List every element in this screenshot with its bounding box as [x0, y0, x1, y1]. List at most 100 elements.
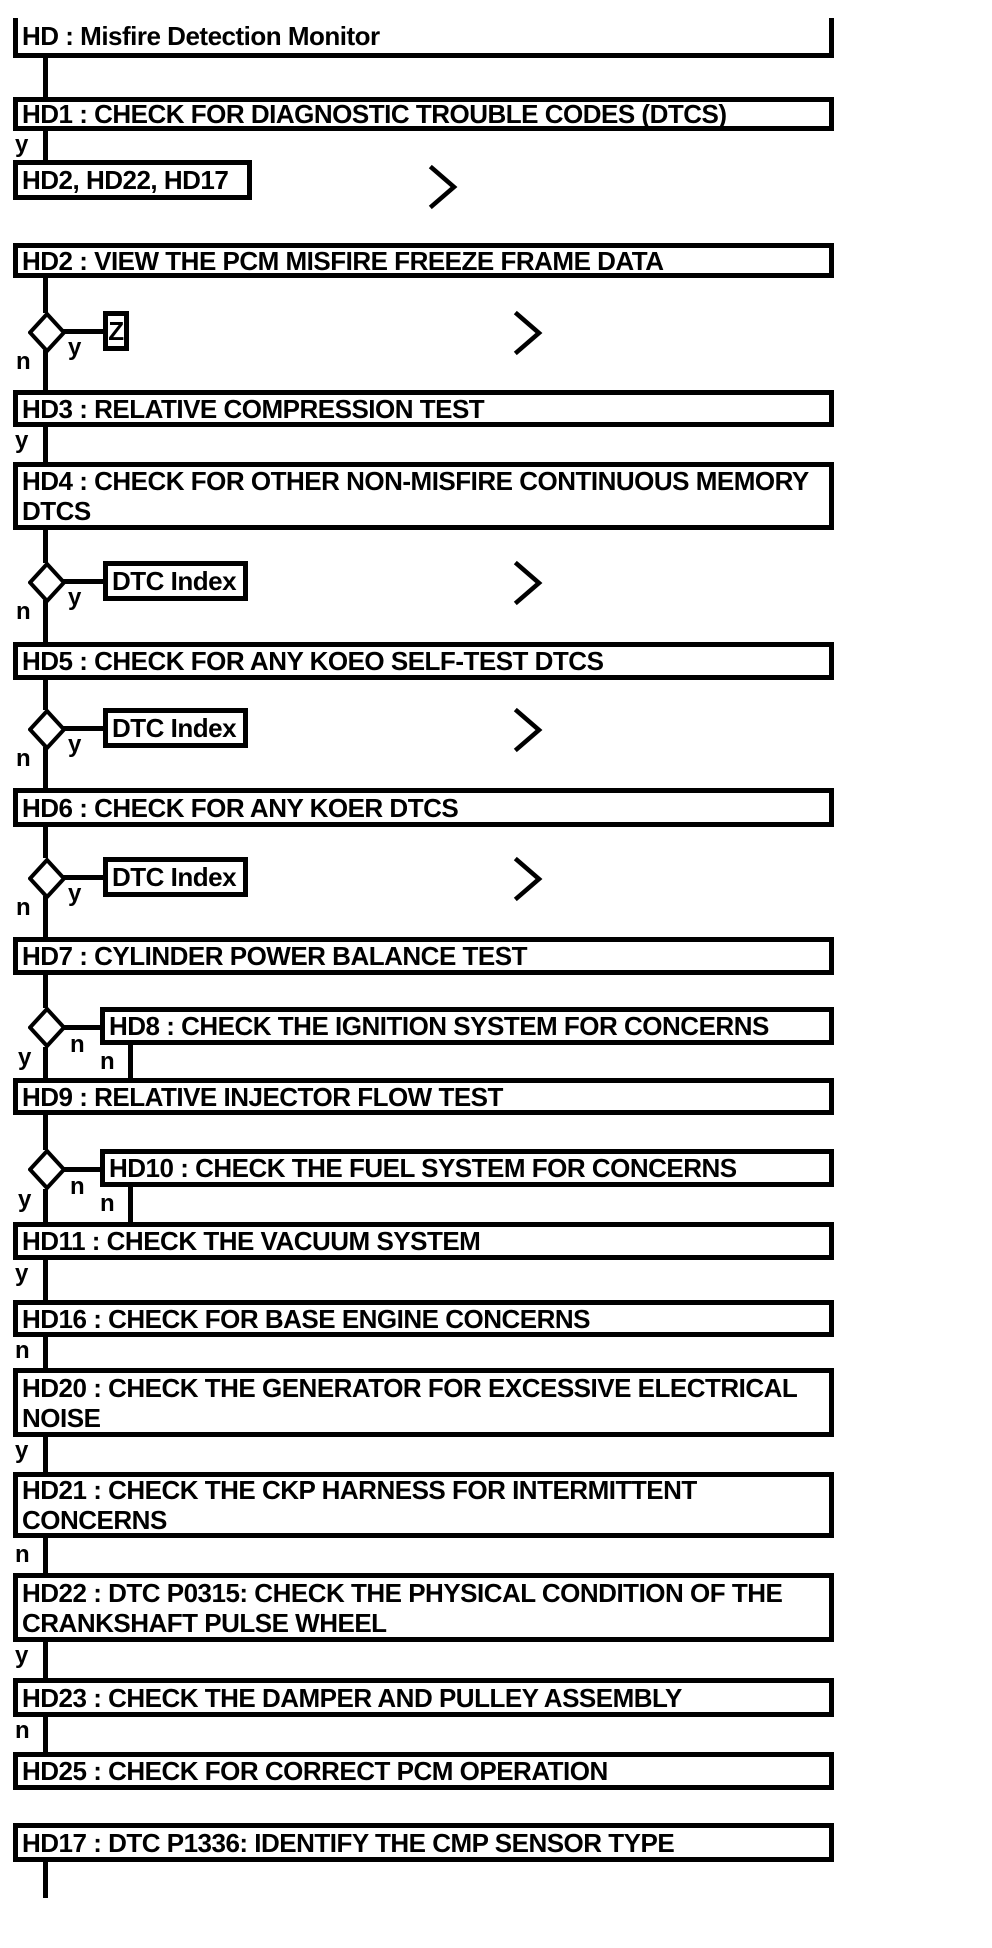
connector-line	[128, 1187, 133, 1222]
connector-line	[43, 680, 48, 710]
branch-label-no: n	[15, 1717, 30, 1744]
decision-diamond	[27, 857, 67, 900]
branch-label-no: n	[15, 1541, 30, 1568]
connector-line	[43, 131, 48, 160]
z-connector-box: Z	[103, 311, 129, 351]
connector-line	[43, 350, 48, 390]
step-box-hd7: HD7 : CYLINDER POWER BALANCE TEST	[13, 937, 834, 975]
step-label: HD10 : CHECK THE FUEL SYSTEM FOR CONCERN…	[109, 1153, 737, 1183]
step-box-hd22: HD22 : DTC P0315: CHECK THE PHYSICAL CON…	[13, 1573, 834, 1642]
step-box-hd25: HD25 : CHECK FOR CORRECT PCM OPERATION	[13, 1752, 834, 1790]
step-label: HD9 : RELATIVE INJECTOR FLOW TEST	[22, 1081, 503, 1112]
connector-line	[43, 58, 48, 97]
connector-line	[43, 1115, 48, 1150]
step-box-hd2: HD2 : VIEW THE PCM MISFIRE FREEZE FRAME …	[13, 243, 834, 278]
connector-line	[43, 1189, 48, 1222]
branch-label-yes: y	[68, 584, 81, 611]
step-label: HD21 : CHECK THE CKP HARNESS FOR INTERMI…	[22, 1475, 697, 1535]
connector-line	[43, 1337, 48, 1368]
dtc-index-box: DTC Index	[103, 708, 248, 748]
goto-label: HD2, HD22, HD17	[22, 165, 229, 195]
step-box-hd20: HD20 : CHECK THE GENERATOR FOR EXCESSIVE…	[13, 1368, 834, 1437]
flowchart-title: HD : Misfire Detection Monitor	[22, 20, 380, 51]
connector-line	[43, 1047, 48, 1078]
step-box-hd3: HD3 : RELATIVE COMPRESSION TEST	[13, 390, 834, 427]
dtc-index-box: DTC Index	[103, 857, 248, 897]
step-box-hd8: HD8 : CHECK THE IGNITION SYSTEM FOR CONC…	[100, 1007, 834, 1045]
branch-line	[63, 726, 103, 731]
step-box-hd10: HD10 : CHECK THE FUEL SYSTEM FOR CONCERN…	[100, 1149, 834, 1187]
dtc-index-label: DTC Index	[112, 713, 237, 743]
branch-label-no: n	[16, 598, 31, 625]
branch-line	[63, 1167, 100, 1172]
step-label: HD17 : DTC P1336: IDENTIFY THE CMP SENSO…	[22, 1827, 675, 1858]
goto-box-hd2-hd22-hd17: HD2, HD22, HD17	[13, 160, 252, 200]
branch-line	[63, 875, 103, 880]
connector-line	[43, 427, 48, 462]
decision-diamond	[27, 1006, 67, 1049]
branch-label-yes: y	[15, 1437, 28, 1464]
step-label: HD23 : CHECK THE DAMPER AND PULLEY ASSEM…	[22, 1682, 682, 1713]
step-label: HD22 : DTC P0315: CHECK THE PHYSICAL CON…	[22, 1577, 783, 1638]
decision-diamond	[27, 311, 67, 354]
step-box-hd4: HD4 : CHECK FOR OTHER NON-MISFIRE CONTIN…	[13, 462, 834, 530]
connector-line	[43, 1538, 48, 1573]
step-label: HD6 : CHECK FOR ANY KOER DTCS	[22, 792, 459, 823]
branch-label-yes: y	[15, 427, 28, 454]
z-connector-label: Z	[108, 316, 124, 346]
connector-line	[43, 278, 48, 313]
continue-chevron-icon	[513, 856, 543, 902]
step-label: HD16 : CHECK FOR BASE ENGINE CONCERNS	[22, 1303, 591, 1334]
continue-chevron-icon	[428, 164, 458, 210]
branch-label-no: n	[70, 1173, 85, 1200]
dtc-index-label: DTC Index	[112, 862, 237, 892]
connector-line	[43, 1642, 48, 1678]
branch-label-yes: y	[68, 334, 81, 361]
connector-line	[43, 600, 48, 642]
connector-line	[43, 1717, 48, 1752]
connector-line	[43, 896, 48, 937]
branch-line	[63, 1025, 100, 1030]
step-box-hd9: HD9 : RELATIVE INJECTOR FLOW TEST	[13, 1078, 834, 1115]
connector-line	[43, 975, 48, 1008]
continue-chevron-icon	[513, 707, 543, 753]
branch-label-no: n	[16, 348, 31, 375]
step-box-hd23: HD23 : CHECK THE DAMPER AND PULLEY ASSEM…	[13, 1678, 834, 1717]
connector-line	[43, 1437, 48, 1472]
step-box-hd5: HD5 : CHECK FOR ANY KOEO SELF-TEST DTCS	[13, 642, 834, 680]
step-label: HD5 : CHECK FOR ANY KOEO SELF-TEST DTCS	[22, 646, 604, 676]
branch-label-yes: y	[18, 1186, 31, 1213]
connector-line	[43, 747, 48, 788]
dtc-index-label: DTC Index	[112, 566, 237, 596]
connector-line	[43, 1862, 48, 1898]
branch-label-yes: y	[15, 1260, 28, 1287]
branch-line	[63, 579, 103, 584]
step-box-hd17: HD17 : DTC P1336: IDENTIFY THE CMP SENSO…	[13, 1823, 834, 1862]
branch-line	[63, 329, 103, 334]
decision-diamond	[27, 1148, 67, 1191]
step-box-hd6: HD6 : CHECK FOR ANY KOER DTCS	[13, 788, 834, 827]
branch-label-yes: y	[68, 880, 81, 907]
branch-label-no: n	[16, 745, 31, 772]
connector-line	[43, 1260, 48, 1300]
connector-line	[128, 1045, 133, 1078]
decision-diamond	[27, 561, 67, 604]
continue-chevron-icon	[513, 310, 543, 356]
branch-label-no: n	[15, 1337, 30, 1364]
branch-label-yes: y	[15, 1642, 28, 1669]
branch-label-no: n	[70, 1031, 85, 1058]
step-label: HD11 : CHECK THE VACUUM SYSTEM	[22, 1226, 481, 1256]
step-box-hd11: HD11 : CHECK THE VACUUM SYSTEM	[13, 1222, 834, 1260]
branch-label-yes: y	[68, 731, 81, 758]
step-label: HD1 : CHECK FOR DIAGNOSTIC TROUBLE CODES…	[22, 99, 727, 129]
step-label: HD8 : CHECK THE IGNITION SYSTEM FOR CONC…	[109, 1011, 769, 1041]
continue-chevron-icon	[513, 560, 543, 606]
step-box-hd1: HD1 : CHECK FOR DIAGNOSTIC TROUBLE CODES…	[13, 97, 834, 131]
step-box-hd16: HD16 : CHECK FOR BASE ENGINE CONCERNS	[13, 1300, 834, 1337]
dtc-index-box: DTC Index	[103, 561, 248, 601]
branch-label-no: n	[100, 1190, 115, 1217]
decision-diamond	[27, 708, 67, 751]
step-label: HD20 : CHECK THE GENERATOR FOR EXCESSIVE…	[22, 1372, 797, 1433]
step-label: HD2 : VIEW THE PCM MISFIRE FREEZE FRAME …	[22, 245, 664, 276]
